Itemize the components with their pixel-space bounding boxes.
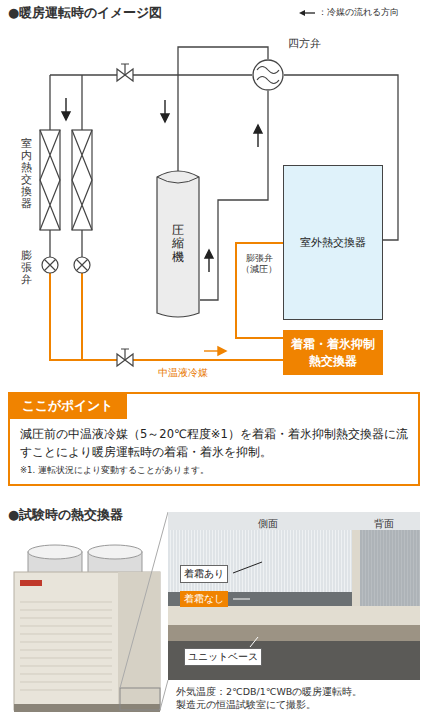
close-up-photo <box>235 592 358 606</box>
section-heading: ●試験時の熱交換器 <box>8 506 123 524</box>
stop-valve-symbol <box>117 64 133 366</box>
close-up-photo <box>168 641 420 680</box>
outdoor-unit-photo <box>14 572 160 710</box>
close-up-photo <box>168 512 420 680</box>
compressor-body <box>157 171 199 317</box>
valve-outline <box>252 59 284 91</box>
unit-base-label-box: ユニットベース <box>184 648 262 666</box>
photo-label: 背面 <box>374 517 394 531</box>
stop-valve-symbol <box>117 354 125 366</box>
node-text: 着霜あり <box>184 567 224 581</box>
close-up-photo <box>168 530 358 592</box>
pipe-connector <box>178 47 268 172</box>
outdoor-unit-photo <box>20 602 112 690</box>
outdoor-unit-photo <box>28 545 82 559</box>
close-up-photo <box>168 606 420 625</box>
flow-arrow <box>62 112 70 120</box>
expansion-valve-symbol <box>42 257 90 273</box>
point-callout: ここがポイント減圧前の中温液冷媒（5～20℃程度※1）を着霜・着氷抑制熱交換器に… <box>8 392 420 486</box>
frost-label-box: 着霜あり <box>180 565 228 583</box>
outdoor-unit-photo <box>20 580 42 586</box>
close-up-photo <box>168 512 420 532</box>
refrigerant-pipe <box>49 230 50 257</box>
leader-line <box>250 637 258 647</box>
leader-line <box>233 599 250 600</box>
refrigerant-pipe <box>49 75 50 130</box>
node-text: ユニットベース <box>188 650 258 664</box>
legend-arrow-sample <box>298 8 316 18</box>
compressor-cylinder: 圧縮機 <box>156 168 200 320</box>
part-label: 膨張弁 <box>21 250 32 286</box>
valve-circle <box>253 60 283 90</box>
refrigerant-pipe <box>81 75 82 130</box>
close-up-photo <box>168 625 420 641</box>
refrigerant-pipe <box>81 230 82 257</box>
outdoor-unit-photo <box>118 572 160 710</box>
refrigerant-pipe <box>50 75 252 257</box>
leader-line <box>233 562 262 647</box>
no-frost-label-box: 着霜なし <box>180 591 228 607</box>
callout-body: 減圧前の中温液冷媒（5～20℃程度※1）を着霜・着氷抑制熱交換器に流すことにより… <box>20 425 408 462</box>
node-text: 着霜なし <box>184 592 224 606</box>
indoor-heat-exchanger <box>40 130 60 230</box>
outdoor-unit-photo <box>120 512 168 710</box>
outdoor-unit-photo <box>14 704 160 712</box>
legend-row: ：冷媒の流れる方向 <box>298 6 399 19</box>
indoor-heat-exchanger <box>40 130 92 230</box>
callout-heading: ここがポイント <box>10 394 127 419</box>
indoor-heat-exchanger <box>72 130 92 230</box>
close-up-photo <box>358 530 420 606</box>
stop-valve-symbol <box>125 354 133 366</box>
close-up-photo <box>168 592 235 606</box>
node-text: 着霜・着氷抑制 熱交換器 <box>287 336 379 368</box>
stop-valve-symbol <box>125 69 133 81</box>
node-text: 圧縮機 <box>172 224 184 264</box>
expansion-valve-symbol <box>45 260 56 271</box>
refrigerant-pipe <box>50 74 252 75</box>
expansion-valve-symbol <box>42 257 58 273</box>
pipe-connector <box>236 243 283 338</box>
outdoor-unit-photo <box>120 688 160 710</box>
node-text: 室外熱交換器 <box>300 235 366 250</box>
valve-curve <box>257 67 279 84</box>
leader-line <box>233 562 262 573</box>
close-up-photo <box>358 530 420 606</box>
legend-text: ：冷媒の流れる方向 <box>318 6 399 19</box>
part-label: 膨張弁 （減圧） <box>238 253 280 275</box>
flow-arrow <box>205 250 213 258</box>
flow-arrow-orange <box>204 347 226 355</box>
outdoor-unit-photo <box>14 512 168 712</box>
stop-valve-symbol <box>121 349 129 360</box>
node-text: 四方弁 <box>288 36 321 51</box>
outdoor-unit-photo <box>88 545 142 559</box>
stop-valve-symbol <box>117 69 125 81</box>
callout-note: ※1. 運転状況により変動することがあります。 <box>20 465 408 477</box>
indoor-heat-exchanger <box>40 130 60 230</box>
photo-label: 側面 <box>258 517 278 531</box>
pipe-label: 中温液冷媒 <box>158 366 208 380</box>
liquid-pipe <box>81 273 83 360</box>
frost-suppression-exchanger: 着霜・着氷抑制 熱交換器 <box>283 330 383 375</box>
part-label: 室内熱交換器 <box>21 138 32 211</box>
expansion-valve-symbol <box>74 257 90 273</box>
flow-arrow <box>161 114 169 122</box>
compressor-rim <box>157 177 199 183</box>
flow-arrow-orange <box>218 347 226 355</box>
caption: 外気温度：2℃DB/1℃WBの暖房運転時。 製造元の恒温試験室にて撮影。 <box>176 686 421 712</box>
stop-valve-symbol <box>121 64 129 75</box>
four-way-valve: 四方弁 <box>252 59 284 91</box>
close-up-photo <box>168 512 420 680</box>
close-up-photo <box>168 530 358 592</box>
flow-arrow <box>254 125 262 133</box>
legend-arrow-head <box>299 10 305 16</box>
expansion-valve-symbol <box>77 260 88 271</box>
indoor-heat-exchanger <box>72 130 92 230</box>
diagram-title: ●暖房運転時のイメージ図 <box>8 4 162 22</box>
outdoor-heat-exchanger: 室外熱交換器 <box>283 165 383 320</box>
